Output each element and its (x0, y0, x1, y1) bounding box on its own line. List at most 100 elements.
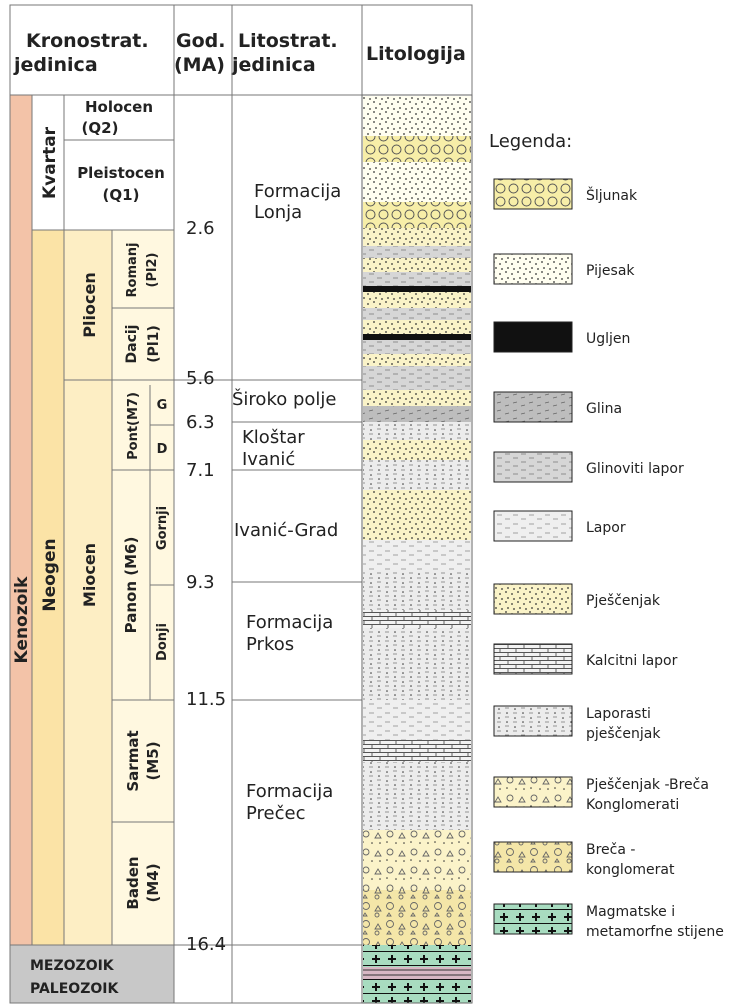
age-7-1: 7.1 (186, 460, 215, 481)
lith-band (363, 967, 471, 979)
lith-marly-sandstone (363, 422, 471, 440)
lith-calcitic-marl (363, 610, 471, 628)
lith-sandstone (363, 490, 471, 540)
legend-title: Legenda: (489, 131, 572, 152)
lith-sand (363, 96, 471, 136)
lith-clay-marl (363, 246, 471, 258)
pont-label: Pont(M7) (126, 392, 141, 460)
kvartar-label: Kvartar (40, 126, 60, 199)
header-lithology: Litologija (366, 43, 466, 65)
lith-sandstone (363, 292, 471, 308)
age-9-3: 9.3 (186, 572, 215, 593)
lith-clay-marl (363, 340, 471, 354)
romanj-code: (Pl2) (145, 253, 160, 288)
legend: Legenda: ŠljunakPijesakUgljenGlinaGlinov… (489, 131, 724, 940)
lith-gravel (363, 136, 471, 162)
holocen-label: Holocen (85, 98, 153, 116)
age-column: 2.6 5.6 6.3 7.1 9.3 11.5 16.4 (186, 218, 226, 955)
pleistocen-label: Pleistocen (77, 164, 165, 182)
formation-siroko-polje: Široko polje (232, 388, 336, 410)
formation-prkos-line2: Prkos (246, 634, 294, 655)
panon-label: Panon (M6) (122, 537, 140, 634)
legend-swatch-sbc (494, 777, 572, 807)
lith-sandstone-breccia (363, 830, 471, 890)
legend-label-sbc: Konglomerati (586, 797, 679, 813)
legend-label-gravel: Šljunak (586, 186, 638, 204)
legend-label-claymarl: Glinoviti lapor (586, 461, 684, 477)
lith-coal (363, 334, 471, 340)
legend-label-sandstone: Pješčenjak (586, 593, 661, 609)
header-age-line2: (MA) (174, 54, 225, 76)
legend-label-marl: Lapor (586, 520, 626, 536)
legend-label-breccia: konglomerat (586, 862, 675, 878)
age-16-4: 16.4 (186, 934, 226, 955)
age-5-6: 5.6 (186, 368, 215, 389)
header-chrono-line1: Kronostrat. (26, 30, 149, 52)
lith-clay-marl (363, 308, 471, 320)
legend-label-clay: Glina (586, 401, 622, 417)
formation-ivanic-grad: Ivanić-Grad (234, 520, 338, 541)
formation-klostar-line1: Kloštar (242, 427, 305, 448)
legend-swatch-breccia (494, 842, 572, 872)
miocen-band (64, 380, 112, 945)
lithology-column (362, 95, 472, 1003)
lith-igneous (363, 979, 471, 1003)
header-age-line1: God. (176, 30, 225, 52)
kenozoik-band (10, 95, 32, 945)
sarmat-code: (M5) (144, 741, 162, 780)
lith-marly-sandstone (363, 460, 471, 490)
age-2-6: 2.6 (186, 218, 215, 239)
miocen-label: Miocen (80, 543, 99, 607)
legend-swatch-marlsand (494, 706, 572, 736)
neogen-label: Neogen (40, 538, 60, 611)
formation-prkos-line1: Formacija (246, 612, 333, 633)
legend-label-coal: Ugljen (586, 331, 630, 347)
header-row: Kronostrat. jedinica God. (MA) Litostrat… (10, 5, 472, 95)
legend-label-igneous: metamorfne stijene (586, 924, 724, 940)
legend-swatch-sand (494, 254, 572, 284)
formation-precec-line2: Prečec (246, 803, 305, 824)
legend-label-calcmarl: Kalcitni lapor (586, 653, 678, 669)
sarmat-label: Sarmat (124, 730, 142, 791)
lith-sand (363, 162, 471, 202)
dacij-code: (Pl1) (146, 325, 162, 363)
lith-breccia (363, 890, 471, 945)
lith-marly-sandstone (363, 628, 471, 700)
lith-marl (363, 700, 471, 740)
lith-marly-sandstone (363, 762, 471, 830)
formation-lonja-line2: Lonja (254, 202, 302, 223)
legend-label-sand: Pijesak (586, 263, 635, 279)
legend-label-marlsand: Laporasti (586, 706, 651, 722)
formation-column: Formacija Lonja Široko polje Kloštar Iva… (232, 181, 341, 824)
holocen-code: (Q2) (82, 119, 119, 137)
legend-swatch-gravel (494, 179, 572, 209)
lith-sandstone (363, 354, 471, 366)
lith-igneous (363, 945, 471, 967)
lith-sandstone (363, 320, 471, 334)
lith-marl (363, 540, 471, 570)
baden-code: (M4) (144, 863, 162, 902)
age-11-5: 11.5 (186, 689, 226, 710)
header-litho-line2: jedinica (231, 54, 316, 76)
pont-d-label: D (157, 442, 168, 457)
legend-swatch-claymarl (494, 452, 572, 482)
pont-g-label: G (157, 398, 168, 413)
lith-clay-marl (363, 366, 471, 390)
lith-clay-marl (363, 272, 471, 286)
age-6-3: 6.3 (186, 412, 215, 433)
lith-sandstone (363, 258, 471, 272)
legend-swatch-clay (494, 392, 572, 422)
kenozoik-label: Kenozoik (12, 576, 32, 664)
lith-marly-sandstone (363, 570, 471, 610)
lith-sandstone (363, 390, 471, 406)
legend-label-marlsand: pješčenjak (586, 726, 661, 742)
legend-label-sbc: Pješčenjak -Breča (586, 777, 709, 793)
legend-swatch-igneous (494, 904, 572, 934)
romanj-label: Romanj (125, 243, 140, 298)
formation-klostar-line2: Ivanić (242, 449, 295, 470)
legend-swatch-coal (494, 322, 572, 352)
legend-swatch-calcmarl (494, 644, 572, 674)
legend-label-breccia: Breča - (586, 842, 635, 858)
legend-label-igneous: Magmatske i (586, 904, 675, 920)
